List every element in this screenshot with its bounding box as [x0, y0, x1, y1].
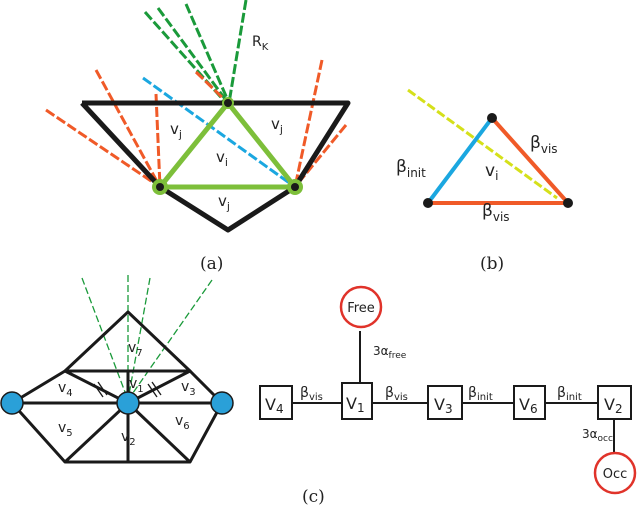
edge-label: βinit	[396, 157, 426, 180]
edge-tick	[93, 383, 104, 398]
edge-tick	[151, 381, 162, 396]
caption-b: (b)	[480, 254, 504, 274]
ray	[407, 88, 558, 200]
ray	[194, 70, 230, 105]
graph-node-label: V1	[346, 394, 365, 415]
panel-c-graph: V4 V1 V3 V6 V2 βvis βvis βinit βinit Fre…	[259, 285, 637, 495]
vertex	[210, 391, 234, 415]
ray	[227, 0, 248, 104]
ray	[45, 108, 161, 189]
ray-label: RK	[252, 34, 269, 53]
edge-tick	[147, 383, 158, 398]
mesh-label: v5	[58, 420, 73, 439]
graph-edge-label: βinit	[557, 385, 582, 403]
edge-tick	[97, 381, 108, 396]
mesh-outline	[80, 100, 351, 233]
vertex	[116, 391, 140, 415]
edge-vis	[490, 116, 570, 205]
terminal-free-label: Free	[347, 301, 375, 316]
terminal-edge-label: 3αocc	[582, 427, 613, 444]
graph-edge-label: βinit	[468, 385, 493, 403]
terminal-edge-label: 3αfree	[373, 344, 407, 361]
ray	[81, 277, 129, 401]
terminal-occ	[593, 451, 637, 495]
ray	[127, 277, 151, 401]
graph-node-v3	[427, 385, 463, 420]
terminal-free	[339, 285, 383, 329]
edge-init	[426, 116, 494, 205]
panel-b: βinit βvis βvis vi (b)	[396, 88, 573, 274]
graph-edge-label: βvis	[300, 385, 323, 403]
mesh-label: v6	[175, 413, 190, 432]
cell-label: vj	[170, 120, 182, 141]
panel-c-mesh: v7 v1 v4 v3 v5 v6 v2	[0, 275, 234, 464]
caption-c: (c)	[302, 487, 325, 507]
vertex	[224, 99, 232, 107]
mesh-label: v7	[128, 340, 143, 359]
ray	[142, 76, 296, 189]
panel-a: RK vj vj vi vj (a)	[45, 0, 351, 274]
vertex	[563, 198, 573, 208]
vertex	[423, 198, 433, 208]
terminal-occ-label: Occ	[603, 467, 628, 482]
ray	[293, 59, 324, 188]
graph-node-label: V3	[434, 395, 453, 416]
mesh-label: v1	[129, 376, 144, 395]
graph-node-label: V4	[265, 395, 284, 416]
graph-node-v6	[513, 385, 546, 420]
vertex	[0, 391, 24, 415]
graph-node-label: V6	[519, 395, 538, 416]
graph-node-v4	[259, 385, 293, 420]
cell-vi	[157, 100, 298, 190]
vertex	[487, 113, 497, 123]
mesh-label: v4	[58, 380, 73, 399]
cell-label: vj	[218, 192, 230, 213]
graph-node-v2	[597, 385, 632, 420]
rays-c	[81, 275, 213, 401]
cell-label: vj	[271, 115, 283, 136]
ray	[184, 3, 231, 104]
graph-edge-label: βvis	[385, 385, 408, 403]
ray	[143, 11, 228, 104]
vertex	[156, 183, 164, 191]
ray	[154, 93, 162, 188]
caption-a: (a)	[200, 254, 223, 274]
vertex	[291, 183, 299, 191]
edge-label: βvis	[482, 201, 510, 224]
ray	[94, 69, 162, 188]
ray	[127, 279, 213, 401]
graph-node-label: V2	[604, 395, 623, 416]
graph-node-v1	[341, 382, 373, 420]
mesh-label: v2	[121, 429, 136, 448]
ray	[156, 7, 230, 104]
rays-a	[45, 0, 348, 189]
edge-label: βvis	[530, 133, 558, 156]
mesh-label: v3	[181, 379, 196, 398]
cell-label: vi	[485, 161, 498, 183]
cell-label: vi	[216, 148, 228, 169]
